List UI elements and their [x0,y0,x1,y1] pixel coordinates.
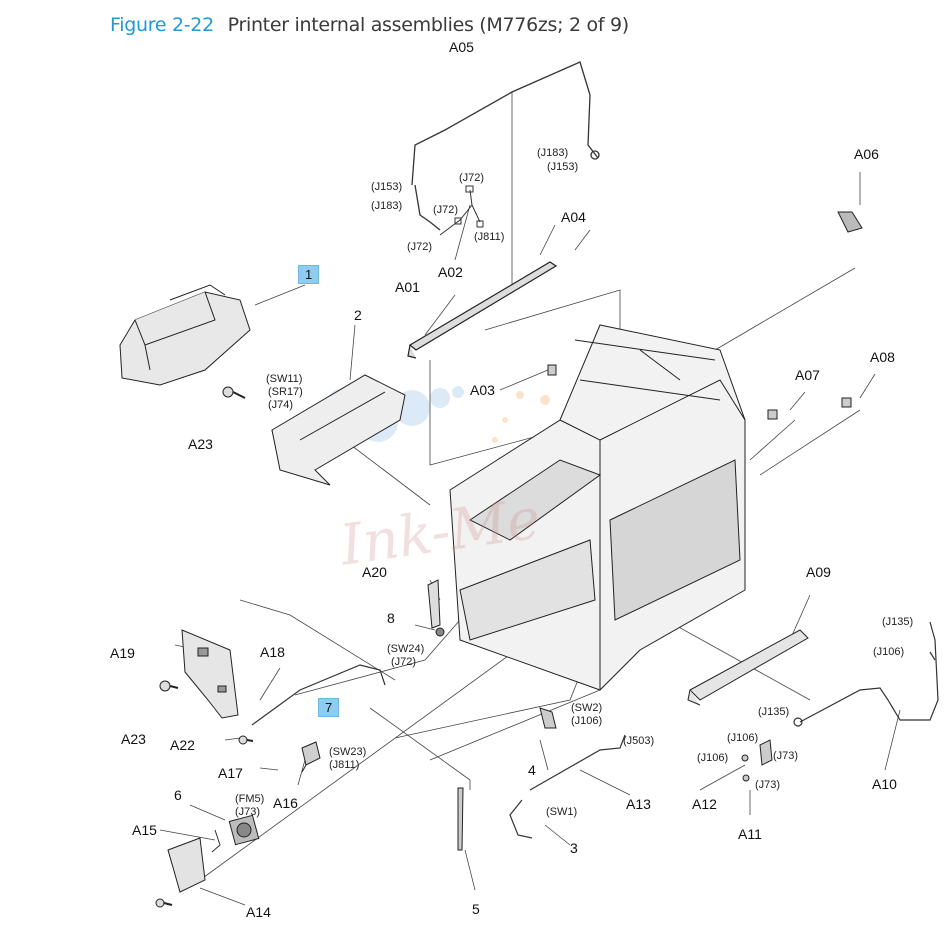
screw-a23-bottom [159,680,179,692]
part-5 [457,787,464,851]
callout-sw24: (SW24) [387,643,425,655]
callout-8: 8 [387,610,395,626]
callout-j73-b: (J73) [755,779,781,791]
bracket-a14 [167,837,206,893]
callout-a17: A17 [218,765,243,781]
callout-a19: A19 [110,645,135,661]
part-8 [435,627,445,637]
callout-1: 1 [298,265,320,284]
switch-a16 [301,741,321,773]
callout-a04: A04 [561,209,586,225]
wire-a15 [211,829,221,853]
callout-j72-c: (J72) [407,241,433,253]
callout-sw2: (SW2) [571,702,603,714]
callout-j72-b: (J72) [433,204,459,216]
callout-3: 3 [570,840,578,856]
callout-a11: A11 [738,826,762,842]
part-a20 [427,579,441,629]
callout-fm5: (FM5) [235,793,265,805]
callout-sw23: (SW23) [329,746,367,758]
callout-a20: A20 [362,564,387,580]
callout-a01: A01 [395,279,420,295]
callout-a07: A07 [795,367,820,383]
callout-j106-d: (J106) [697,752,729,764]
callout-6: 6 [174,787,182,803]
assembly-1-fuser [119,284,251,386]
callout-j106-b: (J106) [571,715,603,727]
callout-2: 2 [354,307,362,323]
callout-a23-bottom: A23 [121,731,146,747]
callout-a08: A08 [870,349,895,365]
cable-a05 [411,61,600,231]
callout-a09: A09 [806,564,831,580]
bracket-a19 [181,629,239,719]
callout-a14: A14 [246,904,271,920]
callout-sw11: (SW11) [266,373,303,385]
screw-a22 [238,735,254,745]
callout-5: 5 [472,901,480,917]
harness-a02 [439,185,484,236]
callout-j106-c: (J106) [727,732,759,744]
callout-a23-top: A23 [188,436,213,452]
part-a03 [547,364,557,376]
callout-j811-a: (J811) [474,231,505,243]
cable-a18 [251,664,386,726]
callout-j135-b: (J135) [758,706,790,718]
figure-number: Figure 2-22 [110,14,214,36]
figure-title: Figure 2-22 Printer internal assemblies … [110,14,629,36]
screw-a23-top [222,386,246,399]
callout-j73-c: (J73) [235,806,261,818]
callout-j72-d: (J72) [391,656,417,668]
assembly-2-tray [271,374,406,486]
callout-4: 4 [528,762,536,778]
callout-a18: A18 [260,644,285,660]
callout-a16: A16 [273,795,298,811]
part-4 [539,707,557,729]
callout-j153: (J153) [371,181,403,193]
callout-a03: A03 [470,382,495,398]
callout-a06: A06 [854,146,879,162]
callout-j74: (J74) [268,399,294,411]
bracket-a06 [837,211,863,233]
callout-j106-a: (J106) [873,646,905,658]
figure-caption: Printer internal assemblies (M776zs; 2 o… [227,14,630,36]
parts-a12-a11 [741,739,773,782]
screw-a14 [155,898,173,908]
callout-j183: (J183) [371,200,403,212]
callout-j135-a: (J135) [882,616,914,628]
cable-a10 [793,621,939,727]
part-a07 [767,409,778,420]
callout-a22: A22 [170,737,195,753]
callout-j183-top: (J183) [537,147,569,159]
main-chassis [449,324,746,691]
callout-j503: (J503) [623,735,655,747]
callout-a15: A15 [132,822,157,838]
rail-a04 [407,261,558,359]
callout-a05: A05 [449,39,474,55]
callout-j73-a: (J73) [773,750,799,762]
fan-6 [228,814,260,846]
callout-a12: A12 [692,796,717,812]
callout-7: 7 [318,698,340,717]
callout-a13: A13 [626,796,651,812]
cable-a13 [509,734,626,839]
callout-sr17: (SR17) [268,386,303,398]
callout-sw1: (SW1) [546,806,578,818]
callout-a02: A02 [438,264,463,280]
callout-a10: A10 [872,776,897,792]
rail-a09 [687,629,809,706]
callout-j811-b: (J811) [329,759,360,771]
callout-j153-top: (J153) [547,161,579,173]
leader-lines [159,92,901,906]
part-a08 [841,397,852,408]
callout-j72-a: (J72) [459,172,485,184]
